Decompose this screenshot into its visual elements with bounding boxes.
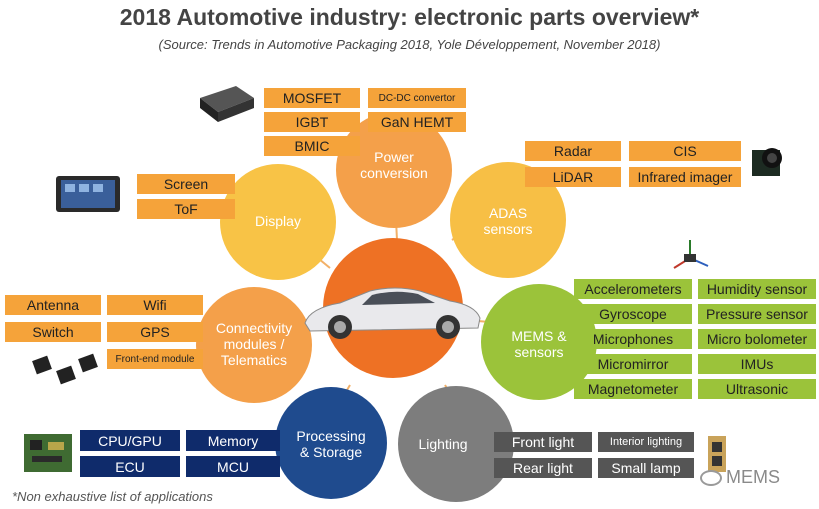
connectivity-circle [196, 287, 312, 403]
connectivity-label: Connectivity modules / Telematics [196, 320, 312, 368]
processing-label-line2: & Storage [299, 444, 363, 460]
part-gyroscope: Gyroscope [574, 304, 692, 324]
part-cis: CIS [629, 141, 741, 161]
part-screen: Screen [137, 174, 235, 194]
part-magnetometer: Magnetometer [574, 379, 692, 399]
rf-chips-image [32, 353, 98, 385]
part-gps: GPS [107, 322, 203, 342]
diagram-subtitle: (Source: Trends in Automotive Packaging … [158, 37, 661, 52]
part-memory: Memory [186, 430, 280, 451]
part-front-end-module: Front-end module [107, 349, 203, 369]
part-front-light: Front light [494, 432, 592, 452]
wechat-icon [700, 469, 722, 486]
part-small-lamp: Small lamp [598, 458, 694, 478]
footnote: *Non exhaustive list of applications [12, 489, 213, 504]
adas-sensors-label: ADAS sensors [450, 205, 566, 237]
diagram-title: 2018 Automotive industry: electronic par… [119, 4, 700, 30]
adas-label-line1: ADAS [488, 205, 528, 221]
part-accelerometers: Accelerometers [574, 279, 692, 299]
part-mcu: MCU [186, 456, 280, 477]
part-humidity-sensor: Humidity sensor [698, 279, 816, 299]
lighting-label: Lighting [418, 436, 468, 452]
connectivity-label-line1: Connectivity [215, 320, 293, 336]
part-rear-light: Rear light [494, 458, 592, 478]
camera-module-image [752, 148, 782, 176]
circuit-board-image [24, 434, 72, 472]
connectivity-label-line2: modules / [223, 336, 285, 352]
adas-label-line2: sensors [483, 221, 533, 237]
lamp-module-image [708, 436, 726, 472]
axes-sensor-image [673, 240, 709, 269]
mems-label-line1: MEMS & [511, 328, 567, 344]
processing-label-line1: Processing [296, 428, 366, 444]
part-micro-bolometer: Micro bolometer [698, 329, 816, 349]
part-pressure-sensor: Pressure sensor [698, 304, 816, 324]
part-tof: ToF [137, 199, 235, 219]
part-igbt: IGBT [264, 112, 360, 132]
part-ultrasonic: Ultrasonic [698, 379, 816, 399]
display-circle [220, 164, 336, 280]
part-antenna: Antenna [5, 295, 101, 315]
part-gan-hemt: GaN HEMT [368, 112, 466, 132]
power-module-image [200, 86, 254, 122]
part-ecu: ECU [80, 456, 180, 477]
part-interior-lighting: Interior lighting [598, 432, 694, 452]
part-switch: Switch [5, 322, 101, 342]
mems-label-line2: sensors [514, 344, 564, 360]
part-dc-dc-convertor: DC-DC convertor [368, 88, 466, 108]
watermark: MEMS [700, 467, 780, 488]
power-label-line2: conversion [360, 165, 428, 181]
part-micromirror: Micromirror [574, 354, 692, 374]
power-label-line1: Power [374, 149, 414, 165]
part-lidar: LiDAR [525, 167, 621, 187]
car-icon [304, 287, 481, 339]
watermark-text: MEMS [726, 467, 780, 487]
part-cpu-gpu: CPU/GPU [80, 430, 180, 451]
processing-storage-label: Processing & Storage [275, 428, 387, 460]
mems-sensors-label: MEMS & sensors [481, 328, 597, 360]
part-radar: Radar [525, 141, 621, 161]
part-mosfet: MOSFET [264, 88, 360, 108]
part-infrared-imager: Infrared imager [629, 167, 741, 187]
processing-storage-circle [275, 387, 387, 499]
display-label: Display [255, 213, 301, 229]
power-conversion-label: Power conversion [336, 149, 452, 181]
screen-image [56, 176, 120, 212]
part-imus: IMUs [698, 354, 816, 374]
connectivity-label-line3: Telematics [220, 352, 288, 368]
part-wifi: Wifi [107, 295, 203, 315]
part-bmic: BMIC [264, 136, 360, 156]
part-microphones: Microphones [574, 329, 692, 349]
